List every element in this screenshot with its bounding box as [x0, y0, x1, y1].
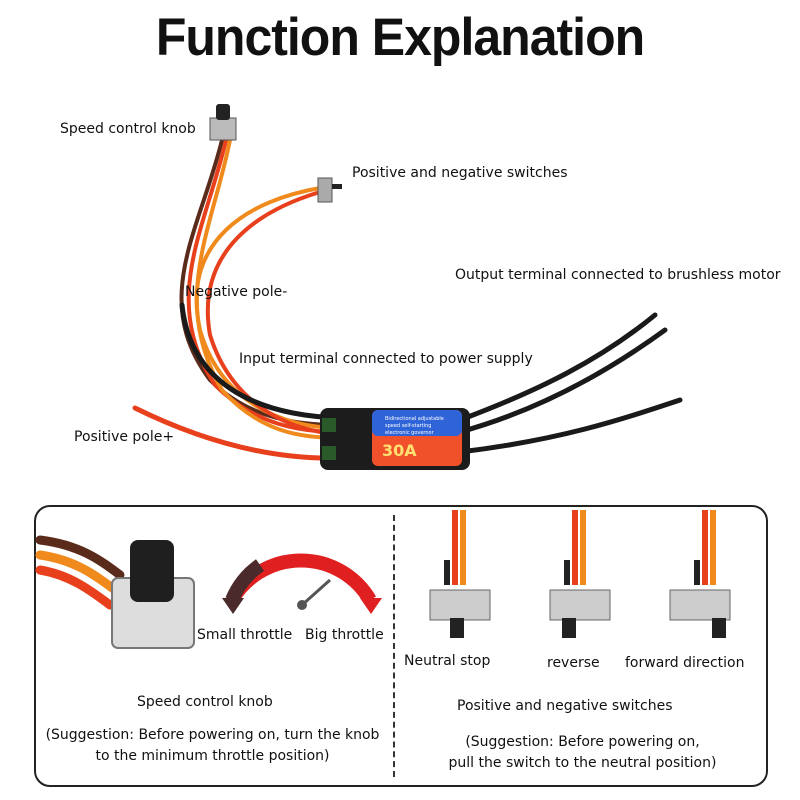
esc-label-line3: electronic governor [385, 430, 435, 436]
esc-label-blue [372, 410, 462, 436]
callout-input: Input terminal connected to power supply [239, 351, 533, 367]
right-panel-heading: Positive and negative switches [457, 698, 673, 714]
detail-panel [34, 505, 768, 787]
left-note-line2: to the minimum throttle position) [95, 748, 330, 764]
wires [132, 138, 683, 461]
switch-label-neutral: Neutral stop [404, 653, 491, 669]
esc-label-line2: speed self-starting [385, 423, 431, 429]
knob-body [209, 117, 237, 141]
esc-rating: 30A [382, 441, 417, 460]
left-note-line1: (Suggestion: Before powering on, turn th… [45, 727, 380, 743]
esc-label-line1: Bidirectional adjustable [385, 416, 444, 422]
label-small-throttle: Small throttle [197, 627, 293, 643]
label-big-throttle: Big throttle [305, 627, 384, 643]
esc-capacitor [322, 446, 336, 460]
callout-speed-knob: Speed control knob [60, 121, 196, 137]
esc-product-illustration: Bidirectional adjustable speed self-star… [132, 104, 683, 470]
switch-label-reverse: reverse [547, 655, 600, 671]
right-note-line1: (Suggestion: Before powering on, [465, 734, 700, 750]
switch-body [317, 177, 333, 203]
switch-label-forward: forward direction [625, 655, 745, 671]
left-panel-heading: Speed control knob [137, 694, 273, 710]
knob-cap [216, 104, 230, 120]
panel-divider [393, 515, 395, 777]
callout-output: Output terminal connected to brushless m… [455, 267, 781, 283]
callout-negative-pole: Negative pole- [185, 284, 288, 300]
callout-switches: Positive and negative switches [352, 165, 568, 181]
page-title: Function Explanation [155, 7, 645, 67]
right-note-line2: pull the switch to the neutral position) [448, 755, 717, 771]
callout-positive-pole: Positive pole+ [74, 429, 175, 445]
esc-capacitor [322, 418, 336, 432]
switch-lever [332, 184, 342, 189]
